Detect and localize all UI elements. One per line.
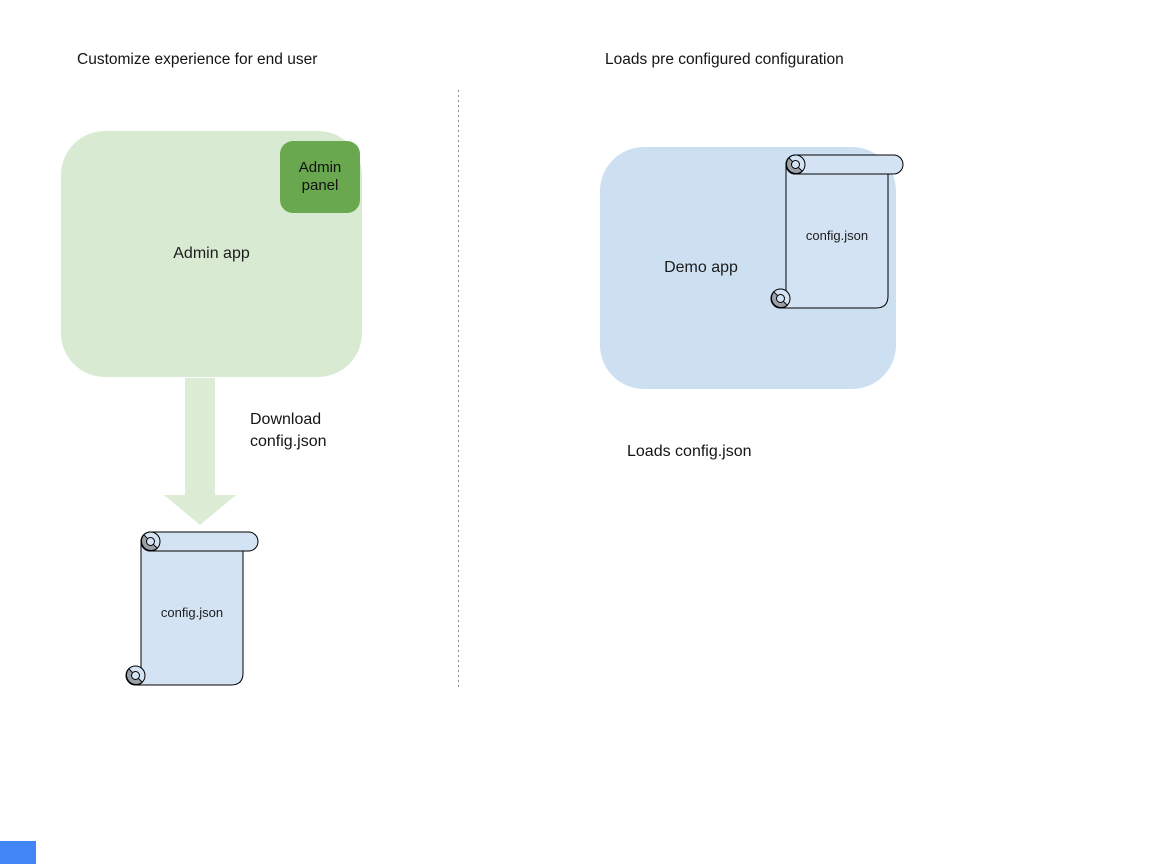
config-file-scroll-icon-left	[125, 531, 259, 686]
download-caption-line1: Download	[250, 411, 322, 428]
download-caption: Download config.json	[250, 409, 327, 453]
download-arrow-icon	[164, 378, 236, 525]
admin-panel-label: Admin panel	[298, 159, 342, 194]
loads-caption: Loads config.json	[627, 443, 752, 460]
right-section-title: Loads pre configured configuration	[605, 51, 844, 68]
config-file-label-right: config.json	[805, 228, 869, 243]
config-file-scroll-icon-right	[770, 154, 904, 309]
dotted-divider-line	[458, 90, 459, 687]
left-section-title: Customize experience for end user	[77, 51, 318, 68]
demo-app-label: Demo app	[664, 259, 738, 276]
config-file-label-left: config.json	[160, 605, 224, 620]
admin-panel-box: Admin panel	[280, 141, 360, 213]
corner-marker	[0, 841, 36, 864]
download-caption-line2: config.json	[250, 433, 327, 450]
admin-app-box: Admin app Admin panel	[61, 131, 362, 377]
admin-app-label: Admin app	[173, 245, 250, 262]
